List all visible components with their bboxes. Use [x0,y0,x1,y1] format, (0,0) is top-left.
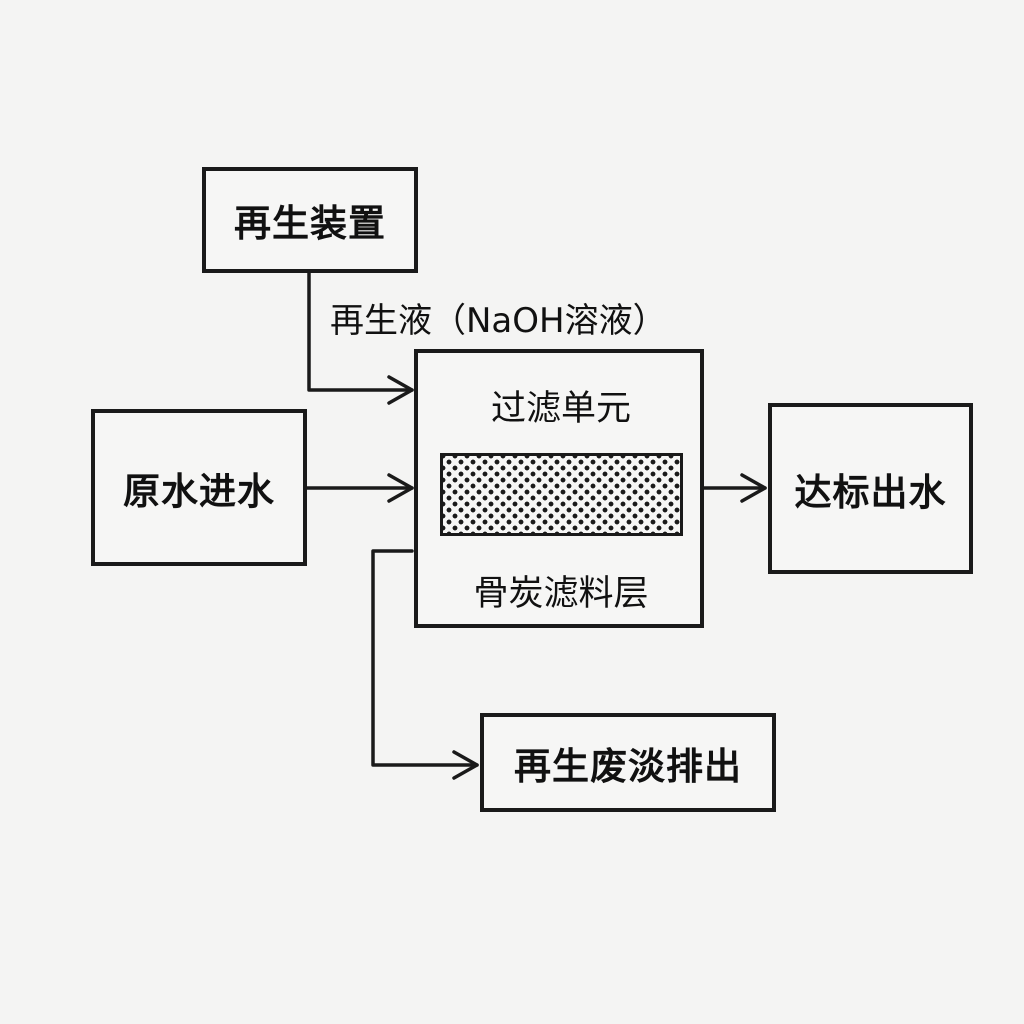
filter-unit-label: 过滤单元 [490,389,632,429]
filter-unit-box: 过滤单元 骨炭滤料层 [414,349,704,628]
arrowhead-filter-to-waste [452,750,479,780]
treated-water-box: 达标出水 [768,403,973,574]
regen-liquid-label: 再生液（NaOH溶液） [330,301,667,341]
raw-water-box: 原水进水 [91,409,307,566]
connector-regen-to-filter [307,271,414,392]
arrowhead-regen-to-filter [387,375,414,405]
filter-media-label: 骨炭滤料层 [473,574,649,614]
arrowhead-filter-to-out [740,473,767,503]
treated-water-label: 达标出水 [794,470,947,514]
regen-device-box: 再生装置 [202,167,418,273]
arrowhead-raw-to-filter [387,473,414,503]
regen-device-label: 再生装置 [234,202,386,245]
regen-waste-box: 再生废淡排出 [480,713,776,812]
raw-water-label: 原水进水 [123,469,275,513]
connector-filter-to-waste [371,549,479,767]
bone-char-media-layer [440,453,683,536]
regen-waste-label: 再生废淡排出 [514,744,742,788]
